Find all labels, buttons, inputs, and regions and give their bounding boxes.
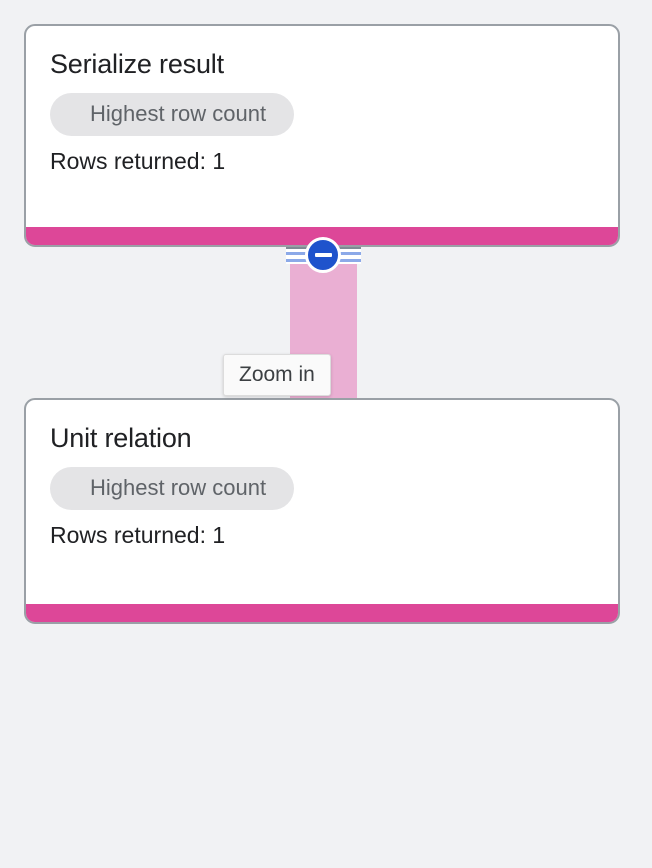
edge-stripe-line — [323, 246, 361, 249]
tooltip-zoom-in: Zoom in — [223, 354, 331, 396]
edge-stripe-line — [323, 259, 361, 262]
minus-circle-icon[interactable] — [305, 237, 341, 273]
node-title: Serialize result — [50, 49, 224, 79]
node-card-body: Unit relation Highest row count Rows ret… — [26, 400, 618, 549]
node-card-body: Serialize result Highest row count Rows … — [26, 26, 618, 175]
node-status-bar — [26, 227, 618, 245]
node-badge-highest-row-count: Highest row count — [50, 467, 295, 510]
node-status-bar — [26, 604, 618, 622]
node-title: Unit relation — [50, 423, 192, 453]
edge-stripe-line — [286, 246, 324, 249]
edge-stripe-line — [323, 252, 361, 255]
minus-glyph — [314, 253, 332, 257]
node-rows-returned: Rows returned: 1 — [50, 148, 226, 174]
node-card-serialize-result[interactable]: Serialize result Highest row count Rows … — [24, 24, 620, 247]
node-badge-highest-row-count: Highest row count — [50, 93, 295, 136]
node-card-unit-relation[interactable]: Unit relation Highest row count Rows ret… — [24, 398, 620, 624]
node-rows-returned: Rows returned: 1 — [50, 522, 226, 548]
